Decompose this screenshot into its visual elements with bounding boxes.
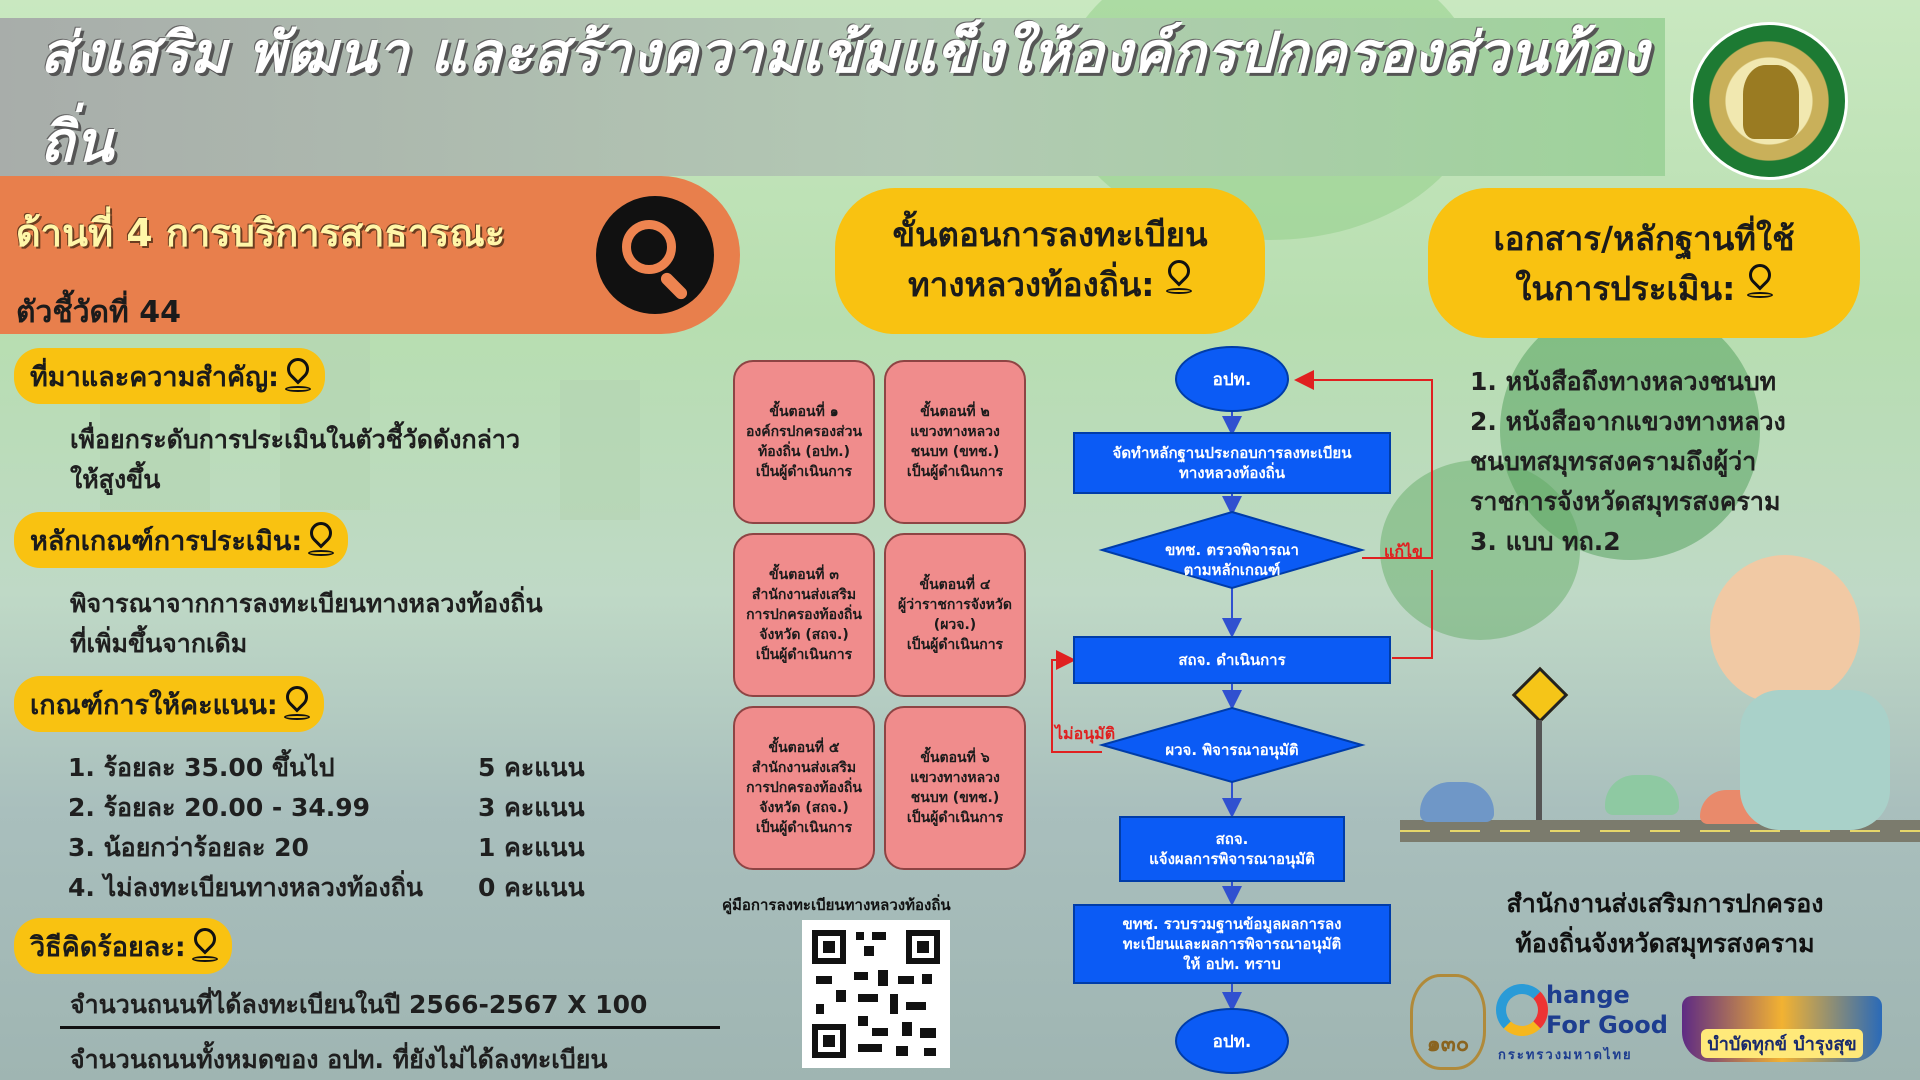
background-text-2: ให้สูงขึ้น: [70, 465, 161, 494]
sign-pole: [1536, 720, 1542, 820]
score-row-label: 1. ร้อยละ 35.00 ขึ้นไป: [68, 753, 335, 782]
background-text-1: เพื่อยกระดับการประเมินในตัวชี้วัดดังกล่า…: [70, 425, 521, 454]
flow-approve-decision: ผวจ. พิจารณาอนุมัติ: [1165, 741, 1299, 759]
baby-body-illustration: [1740, 690, 1890, 830]
formula-denominator: จำนวนถนนทั้งหมดของ อปท. ที่ยังไม่ได้ลงทะ…: [70, 1045, 608, 1074]
indicator-label: ตัวชี้วัดที่ 44: [16, 295, 181, 330]
toy-car-green: [1605, 775, 1679, 815]
manual-label: คู่มือการลงทะเบียนทางหลวงท้องถิ่น: [722, 896, 951, 914]
ministry-slogan-logo: บำบัดทุกข์ บำรุงสุข: [1682, 996, 1882, 1062]
qr-code-icon[interactable]: [802, 920, 950, 1068]
step-box-3: ขั้นตอนที่ ๓สำนักงานส่งเสริมการปกครองท้อ…: [733, 533, 875, 697]
scoring-heading: เกณฑ์การให้คะแนน:: [14, 676, 324, 732]
location-pin-icon: [308, 522, 335, 558]
score-row-value: 0 คะแนน: [478, 873, 585, 902]
location-pin-icon: [191, 928, 218, 964]
baby-head-illustration: [1710, 555, 1860, 705]
document-item: 1. หนังสือถึงทางหลวงชนบท: [1470, 367, 1777, 396]
flowchart-connectors: [1051, 370, 1433, 1012]
title-bar: ส่งเสริม พัฒนา และสร้างความเข้มแข็งให้อง…: [0, 18, 1665, 176]
flow-operate-node: สถจ. ดำเนินการ: [1073, 636, 1391, 684]
flow-prepare-node: จัดทำหลักฐานประกอบการลงทะเบียนทางหลวงท้อ…: [1073, 432, 1391, 494]
location-pin-icon: [1165, 260, 1192, 296]
step-box-2: ขั้นตอนที่ ๒แขวงทางหลวงชนบท (ขทช.)เป็นผู…: [884, 360, 1026, 524]
score-row-label: 3. น้อยกว่าร้อยละ 20: [68, 833, 309, 862]
document-item: ชนบทสมุทรสงครามถึงผู้ว่า: [1470, 447, 1757, 476]
step-box-1: ขั้นตอนที่ ๑องค์กรปกครองส่วนท้องถิ่น (อป…: [733, 360, 875, 524]
toy-car-blue: [1420, 782, 1494, 822]
criteria-heading: หลักเกณฑ์การประเมิน:: [14, 512, 349, 568]
score-row-value: 5 คะแนน: [478, 753, 585, 782]
background-tree: [1500, 300, 1760, 560]
flow-collect-node: ขทช. รวบรวมฐานข้อมูลผลการลงทะเบียนและผลก…: [1073, 904, 1391, 984]
documents-heading: เอกสาร/หลักฐานที่ใช้ ในการประเมิน:: [1428, 188, 1860, 338]
document-item: 3. แบบ ทถ.2: [1470, 527, 1621, 556]
flow-end-node: อปท.: [1175, 1008, 1289, 1074]
formula-heading: วิธีคิดร้อยละ:: [14, 918, 232, 974]
flow-check-decision: ขทช. ตรวจพิจารณาตามหลักเกณฑ์: [1165, 541, 1299, 579]
step-box-4: ขั้นตอนที่ ๔ผู้ว่าราชการจังหวัด(ผวจ.)เป็…: [884, 533, 1026, 697]
process-heading: ขั้นตอนการลงทะเบียน ทางหลวงท้องถิ่น:: [835, 188, 1265, 334]
change-for-good-logo: hange For Good กระทรวงมหาดไทย: [1496, 981, 1668, 1063]
reject-label: ไม่อนุมัติ: [1055, 724, 1116, 743]
fraction-line: [60, 1026, 720, 1029]
school-zone-sign-icon: [1511, 666, 1569, 724]
background-tree: [1380, 460, 1580, 640]
document-item: 2. หนังสือจากแขวงทางหลวง: [1470, 407, 1786, 436]
step-box-6: ขั้นตอนที่ ๖แขวงทางหลวงชนบท (ขทช.)เป็นผู…: [884, 706, 1026, 870]
page-title: ส่งเสริม พัฒนา และสร้างความเข้มแข็งให้อง…: [40, 20, 1650, 175]
step-box-5: ขั้นตอนที่ ๕สำนักงานส่งเสริมการปกครองท้อ…: [733, 706, 875, 870]
score-row-label: 2. ร้อยละ 20.00 - 34.99: [68, 793, 371, 822]
dimension-title: ด้านที่ 4 การบริการสาธารณะ: [16, 211, 506, 255]
dla-seal-icon: [1690, 22, 1848, 180]
background-building: [560, 380, 640, 520]
formula-numerator: จำนวนถนนที่ได้ลงทะเบียนในปี 2566-2567 X …: [70, 990, 648, 1019]
document-item: ราชการจังหวัดสมุทรสงคราม: [1470, 487, 1781, 516]
flow-notify-node: สถจ.แจ้งผลการพิจารณาอนุมัติ: [1119, 816, 1345, 882]
criteria-text-1: พิจารณาจากการลงทะเบียนทางหลวงท้องถิ่น: [70, 589, 543, 618]
anniversary-130-logo: ๑๓๐: [1410, 974, 1486, 1070]
score-row-label: 4. ไม่ลงทะเบียนทางหลวงท้องถิ่น: [68, 873, 423, 902]
location-pin-icon: [284, 358, 311, 394]
location-pin-icon: [283, 686, 310, 722]
fix-label: แก้ไข: [1384, 542, 1423, 561]
flow-start-node: อปท.: [1175, 346, 1289, 412]
criteria-text-2: ที่เพิ่มขึ้นจากเดิม: [70, 629, 248, 658]
score-row-value: 1 คะแนน: [478, 833, 585, 862]
score-row-value: 3 คะแนน: [478, 793, 585, 822]
search-icon: [596, 196, 714, 314]
location-pin-icon: [1746, 264, 1773, 300]
background-heading: ที่มาและความสำคัญ:: [14, 348, 325, 404]
office-name: สำนักงานส่งเสริมการปกครอง ท้องถิ่นจังหวั…: [1506, 889, 1824, 958]
